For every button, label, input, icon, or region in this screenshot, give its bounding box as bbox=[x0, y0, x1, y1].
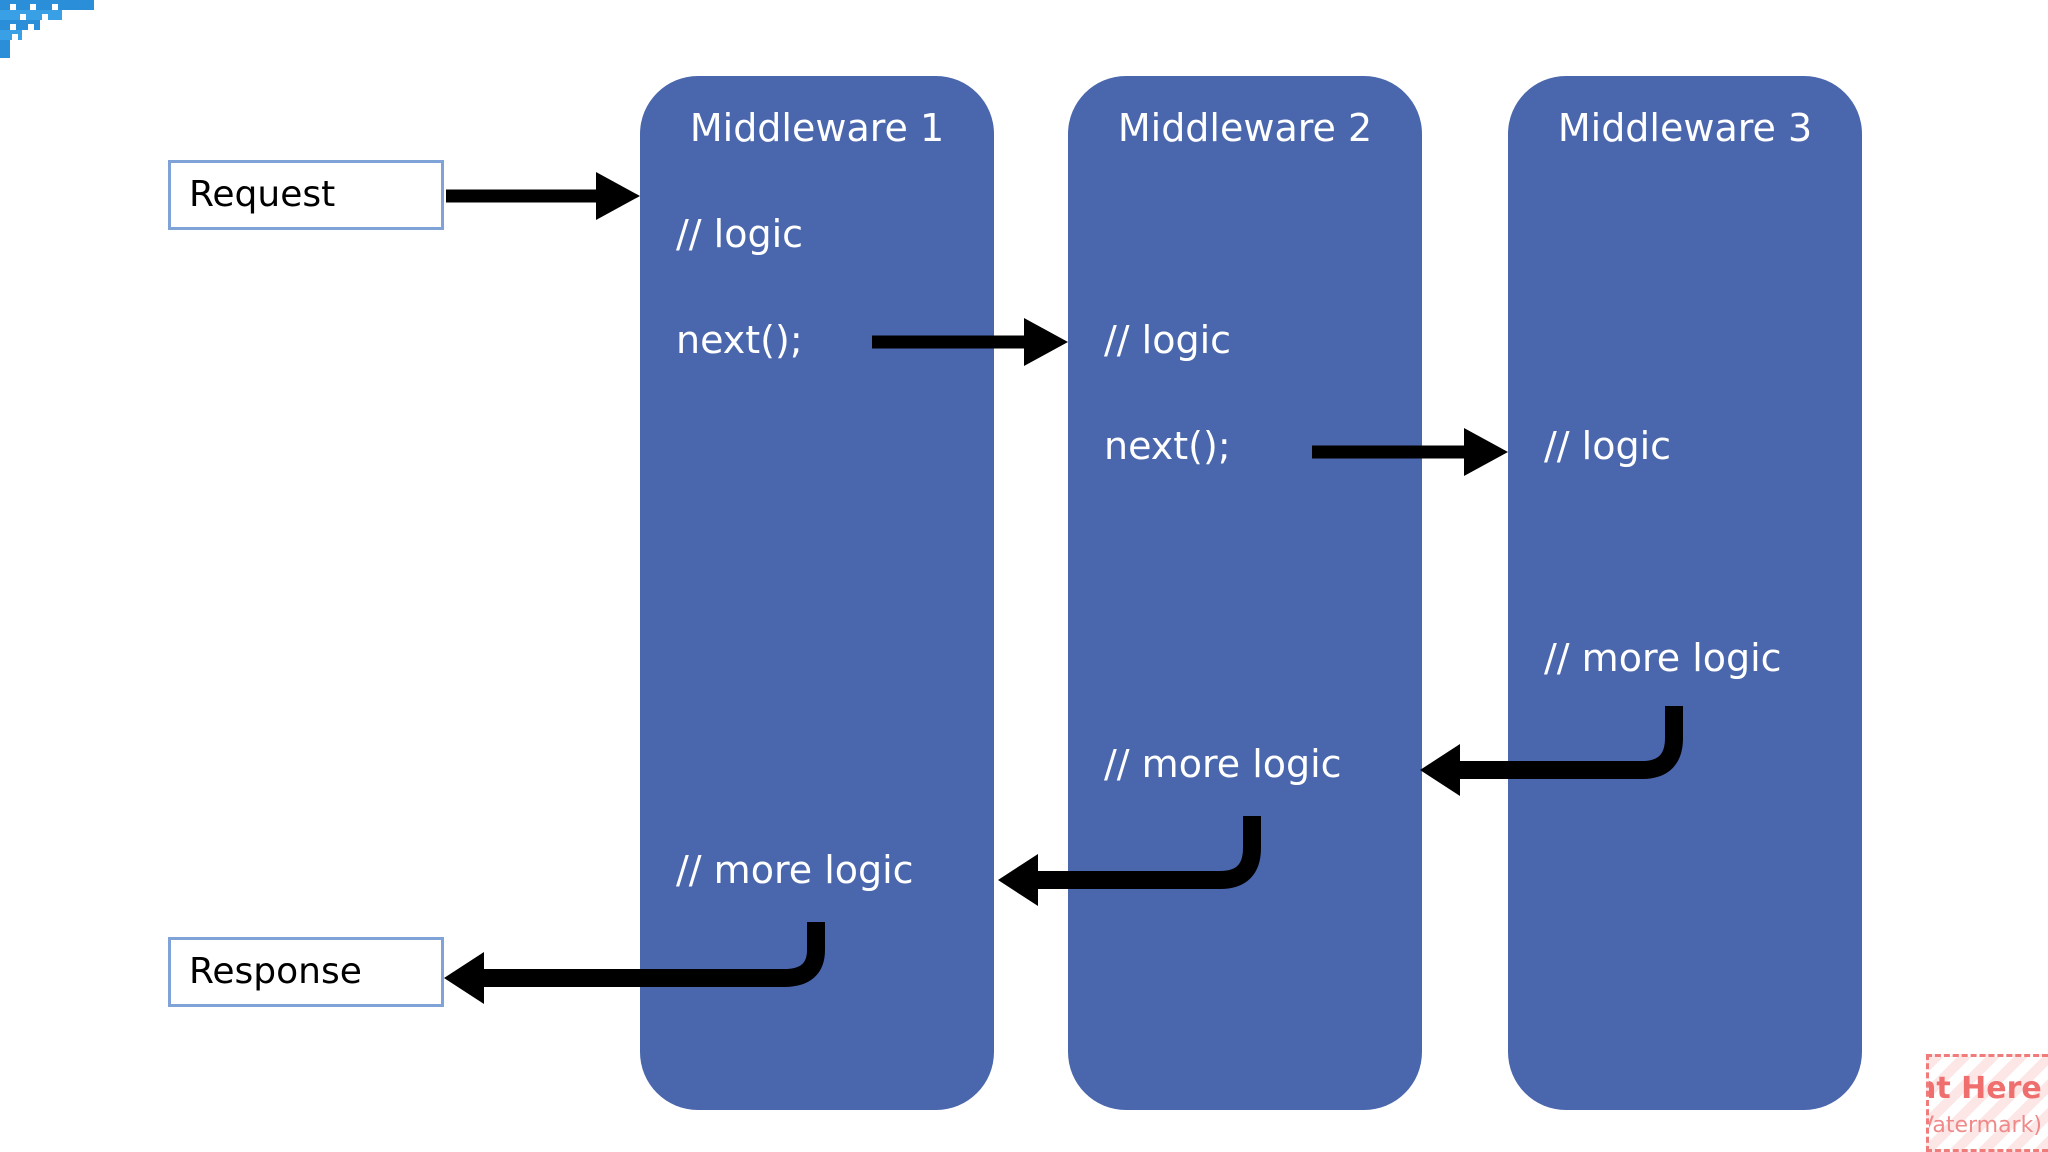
middleware-3-column: Middleware 3 // logic // more logic bbox=[1508, 76, 1862, 1110]
return-to-middleware-1-arrow bbox=[998, 816, 1261, 906]
corner-pixel-decoration bbox=[0, 0, 94, 58]
request-box: Request bbox=[168, 160, 444, 230]
watermark-text-line-2: Vatermark) bbox=[1926, 1113, 2042, 1138]
middleware-1-more-logic: // more logic bbox=[676, 848, 914, 892]
watermark-stamp: nt Here Vatermark) bbox=[1926, 1054, 2048, 1152]
middleware-3-more-logic: // more logic bbox=[1544, 636, 1782, 680]
watermark-text-line-1: nt Here bbox=[1926, 1071, 2042, 1106]
middleware-2-more-logic: // more logic bbox=[1104, 742, 1342, 786]
return-to-middleware-2-arrow bbox=[1420, 706, 1683, 796]
response-box: Response bbox=[168, 937, 444, 1007]
request-to-middleware-1-arrow bbox=[446, 172, 640, 220]
request-label: Request bbox=[189, 174, 336, 215]
return-to-response-arrow bbox=[444, 922, 825, 1004]
middleware-2-title: Middleware 2 bbox=[1117, 106, 1373, 150]
response-label: Response bbox=[189, 951, 362, 992]
next-to-middleware-2-arrow bbox=[872, 318, 1068, 366]
middleware-1-next: next(); bbox=[676, 318, 803, 362]
next-to-middleware-3-arrow bbox=[1312, 428, 1508, 476]
middleware-2-next: next(); bbox=[1104, 424, 1231, 468]
middleware-3-logic: // logic bbox=[1544, 424, 1672, 468]
middleware-1-title: Middleware 1 bbox=[689, 106, 945, 150]
middleware-2-column: Middleware 2 // logic next(); // more lo… bbox=[1068, 76, 1422, 1110]
middleware-1-logic: // logic bbox=[676, 212, 804, 256]
middleware-3-title: Middleware 3 bbox=[1557, 106, 1813, 150]
middleware-2-logic: // logic bbox=[1104, 318, 1232, 362]
